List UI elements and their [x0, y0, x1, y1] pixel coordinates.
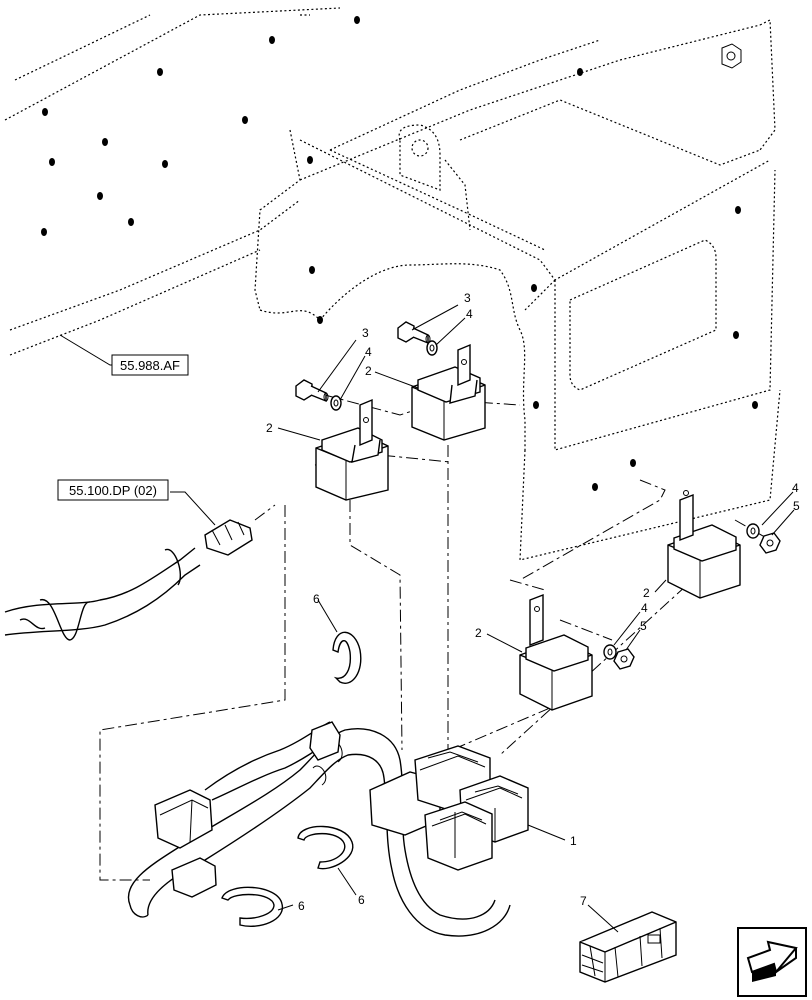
- leader-lines: [59, 304, 795, 933]
- frame-structure: [4, 7, 781, 561]
- washer-4: [603, 644, 617, 660]
- callout-6: 6: [298, 899, 305, 913]
- callout-6: 6: [358, 893, 365, 907]
- callout-7: 7: [580, 894, 587, 908]
- nut-2: [613, 648, 635, 670]
- callout-4: 4: [365, 345, 372, 359]
- wire-harness: [4, 519, 529, 937]
- svg-text:55.988.AF: 55.988.AF: [120, 358, 180, 373]
- callout-4: 4: [641, 601, 648, 615]
- washer-2: [426, 340, 438, 356]
- callout-2: 2: [475, 626, 482, 640]
- kit-box: [579, 911, 677, 983]
- washer-3: [746, 523, 760, 539]
- connector-reference[interactable]: 55.100.DP (02): [57, 479, 169, 501]
- callout-4: 4: [466, 307, 473, 321]
- clip-1: [332, 631, 362, 684]
- callout-4: 4: [792, 481, 799, 495]
- washer-1: [330, 395, 342, 411]
- relay-1: [315, 398, 389, 501]
- callout-1: 1: [570, 834, 577, 848]
- callout-2: 2: [266, 421, 273, 435]
- frame-holes: [41, 16, 758, 491]
- frame-reference[interactable]: 55.988.AF: [111, 354, 189, 376]
- callouts: 1 2 2 2 2 3 3 4 4 4 4 5 5 6 6 6 7: [266, 291, 800, 913]
- callout-3: 3: [464, 291, 471, 305]
- callout-5: 5: [640, 619, 647, 633]
- navigation-arrow-icon[interactable]: [737, 927, 807, 997]
- relay-4: [519, 593, 593, 711]
- bolt-1: [295, 379, 329, 403]
- relay-3: [667, 490, 741, 599]
- callout-6: 6: [313, 592, 320, 606]
- clip-3: [221, 886, 283, 927]
- clip-2: [297, 825, 354, 870]
- bolt-2: [397, 321, 431, 345]
- callout-5: 5: [793, 499, 800, 513]
- relay-2: [411, 343, 486, 441]
- callout-3: 3: [362, 326, 369, 340]
- callout-2: 2: [365, 364, 372, 378]
- svg-text:55.100.DP (02): 55.100.DP (02): [69, 483, 157, 498]
- callout-2: 2: [643, 586, 650, 600]
